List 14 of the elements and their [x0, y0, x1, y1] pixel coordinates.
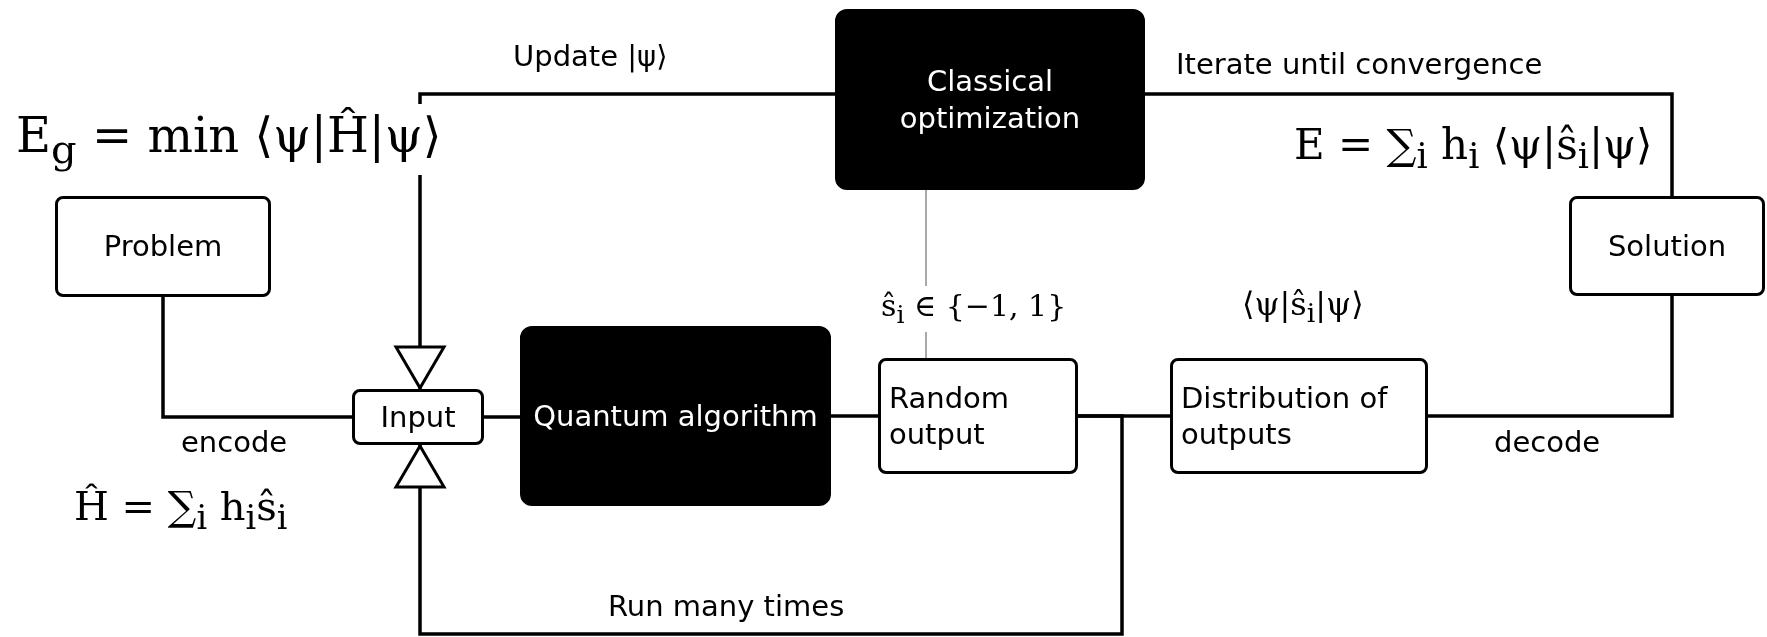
process-box: Random output [878, 358, 1078, 474]
connector-line [161, 297, 352, 419]
connector-line [1428, 296, 1674, 418]
arrow [394, 414, 1124, 636]
process-box: Problem [55, 196, 271, 297]
process-box: Solution [1569, 196, 1765, 296]
process-box: Distribution of outputs [1170, 358, 1428, 474]
process-box: Input [352, 389, 484, 445]
connector-line [484, 415, 520, 419]
process-block: Quantum algorithm [520, 326, 831, 506]
connector-line [831, 414, 878, 418]
connector-line [1145, 92, 1674, 196]
process-block: Classical optimization [835, 9, 1145, 190]
arrow [394, 92, 835, 390]
